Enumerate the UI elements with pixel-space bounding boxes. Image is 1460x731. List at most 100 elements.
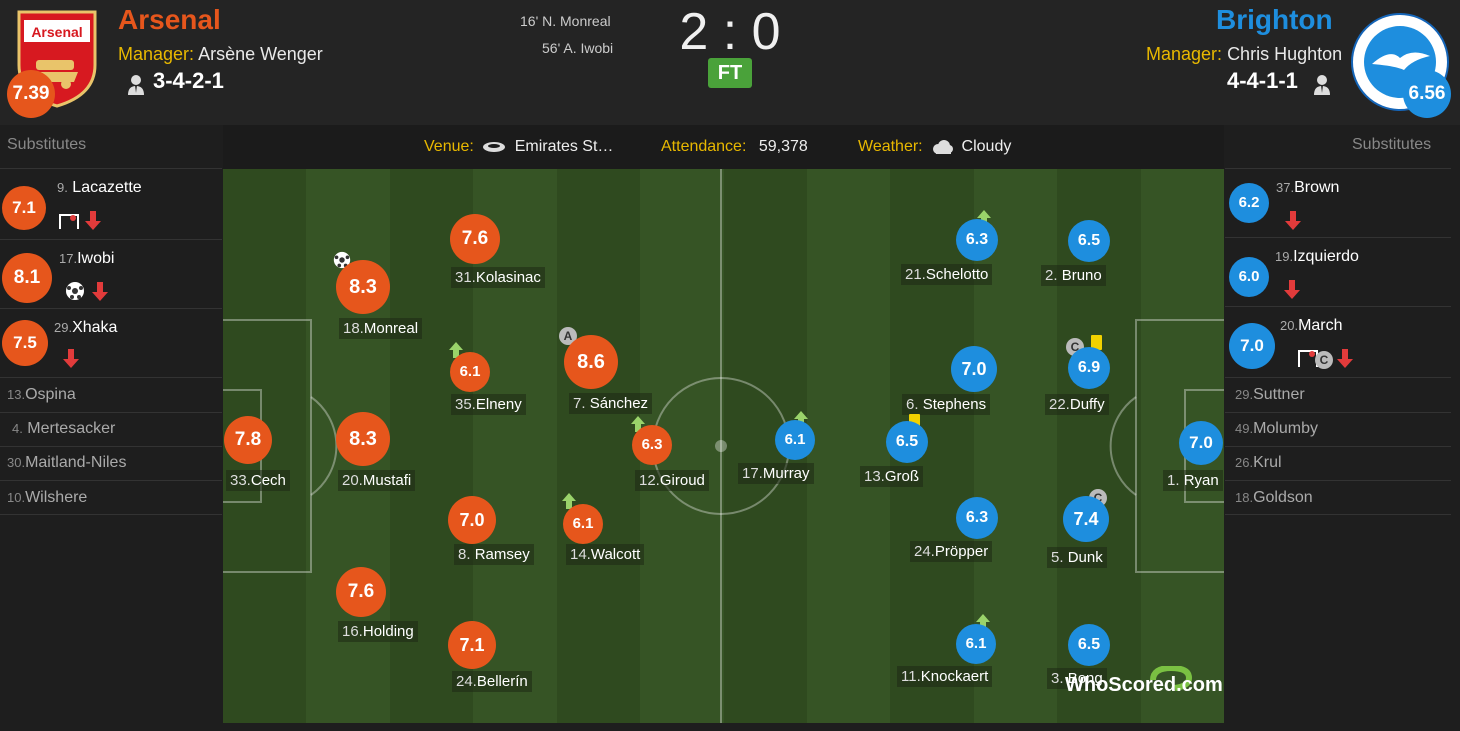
home-formation: 3-4-2-1 — [153, 68, 224, 93]
sub-name: March — [1298, 317, 1343, 334]
home-unused-sub-row[interactable]: 30.Maitland-Niles — [0, 446, 222, 481]
subbed-off-arrow-icon — [449, 342, 463, 358]
player-label: 1. Ryan — [1163, 470, 1223, 491]
subbed-off-arrow-icon — [562, 493, 576, 509]
home-unused-sub-row[interactable]: 13.Ospina — [0, 378, 222, 413]
home-sub-row[interactable]: 7.1 9. Lacazette — [0, 169, 222, 240]
stadium-icon — [483, 141, 506, 152]
pitch: 7.8 33.Cech 8.3 18.Monreal 8.3 20.Mustaf… — [223, 169, 1224, 723]
away-unused-sub-row[interactable]: 26.Krul — [1225, 446, 1451, 481]
divider — [0, 168, 222, 169]
player-name: Sánchez — [589, 395, 649, 412]
player-rating: 6.1 — [956, 624, 996, 664]
player-rating: 7.1 — [448, 621, 496, 669]
player-label: 22.Duffy — [1045, 394, 1109, 415]
goal-post-assist-icon — [59, 214, 79, 229]
sub-name: Molumby — [1253, 420, 1318, 437]
away-substitutes-title: Substitutes — [1352, 136, 1432, 153]
player-label: 11.Knockaert — [897, 666, 993, 687]
sub-number: 20. — [1280, 318, 1299, 333]
subbed-on-arrow-icon — [1337, 349, 1353, 368]
sub-number: 17. — [59, 251, 78, 266]
player-name: Duffy — [1069, 396, 1105, 413]
sub-player-name: 29.Suttner — [1235, 386, 1305, 404]
away-sub-row[interactable]: 7.0 20.March C — [1225, 307, 1451, 378]
player-name: Murray — [762, 465, 810, 482]
player-label: 33.Cech — [226, 470, 290, 491]
player-label: 8. Ramsey — [454, 544, 534, 565]
sub-name: Xhaka — [72, 319, 118, 336]
whoscored-logo[interactable]: WhoScored.com — [1065, 666, 1223, 697]
away-manager-label: Manager: — [1146, 44, 1223, 64]
player-number: 5. — [1051, 549, 1064, 566]
player-label: 35.Elneny — [451, 394, 526, 415]
sub-player-name: 49.Molumby — [1235, 420, 1318, 438]
player-rating: 7.0 — [448, 496, 496, 544]
player-label: 14.Walcott — [566, 544, 645, 565]
player-label: 6. Stephens — [902, 394, 991, 415]
home-unused-sub-row[interactable]: 10.Wilshere — [0, 480, 222, 515]
home-substitutes-title: Substitutes — [7, 136, 87, 153]
player-name: Walcott — [590, 546, 641, 563]
player-rating: 7.4 — [1063, 496, 1109, 542]
home-team-name[interactable]: Arsenal — [118, 4, 221, 35]
home-sub-row[interactable]: 7.5 29.Xhaka — [0, 309, 222, 378]
score: 2 : 0 — [679, 3, 781, 61]
away-team-name[interactable]: Brighton — [1216, 4, 1333, 35]
venue-value: Emirates St… — [514, 138, 614, 155]
player-rating: 6.3 — [956, 497, 998, 539]
sub-rating: 6.2 — [1229, 183, 1269, 223]
away-team-rating: 6.56 — [1403, 70, 1451, 118]
away-sub-row[interactable]: 6.2 37.Brown — [1225, 169, 1451, 238]
home-sub-row[interactable]: 8.1 17.Iwobi — [0, 240, 222, 309]
away-unused-sub-row[interactable]: 29.Suttner — [1225, 378, 1451, 413]
player-name: Monreal — [363, 320, 419, 337]
sub-player-name: 19.Izquierdo — [1275, 248, 1359, 266]
sub-rating: 6.0 — [1229, 257, 1269, 297]
player-name: Holding — [362, 623, 414, 640]
sub-player-name: 20.March — [1280, 317, 1343, 335]
player-label: 7. Sánchez — [569, 393, 653, 414]
sub-number: 19. — [1275, 249, 1294, 264]
sub-player-name: 17.Iwobi — [59, 250, 114, 268]
player-rating: 8.3 — [336, 260, 390, 314]
player-label: 17.Murray — [738, 463, 814, 484]
home-manager: Manager: Arsène Wenger — [118, 44, 323, 65]
sub-player-name: 9. Lacazette — [57, 179, 142, 197]
player-label: 18.Monreal — [339, 318, 423, 339]
player-rating: 6.5 — [1068, 624, 1110, 666]
player-name: Ryan — [1183, 472, 1219, 489]
home-unused-sub-row[interactable]: 4. Mertesacker — [0, 412, 222, 447]
weather-value: Cloudy — [961, 138, 1012, 155]
player-number: 24. — [914, 543, 935, 560]
player-number: 11. — [901, 668, 921, 685]
player-name: Stephens — [922, 396, 987, 413]
away-sub-row[interactable]: 6.0 19.Izquierdo — [1225, 238, 1451, 307]
player-label: 16.Holding — [338, 621, 418, 642]
sub-name: Suttner — [1253, 386, 1305, 403]
goal-event: 16' N. Monreal — [520, 13, 611, 29]
subbed-off-arrow-icon — [794, 411, 808, 427]
player-name: Kolasinac — [475, 269, 541, 286]
goal-event: 56' A. Iwobi — [542, 40, 614, 56]
sub-player-name: 13.Ospina — [7, 386, 76, 404]
player-rating: 7.6 — [450, 214, 500, 264]
away-unused-sub-row[interactable]: 18.Goldson — [1225, 480, 1451, 515]
player-rating: 6.9 — [1068, 347, 1110, 389]
match-header: Arsenal 7.39 Arsenal Manager: Arsène Wen… — [0, 0, 1460, 125]
sub-player-name: 18.Goldson — [1235, 489, 1313, 507]
sub-player-name: 4. Mertesacker — [12, 420, 115, 438]
coach-icon — [128, 75, 144, 95]
player-number: 17. — [742, 465, 763, 482]
sub-name: Izquierdo — [1293, 248, 1359, 265]
player-name: Groß — [884, 468, 920, 485]
player-rating: 6.3 — [956, 219, 998, 261]
player-name: Pröpper — [934, 543, 989, 560]
weather-label: Weather: — [858, 138, 923, 155]
away-unused-sub-row[interactable]: 49.Molumby — [1225, 412, 1451, 447]
player-label: 5. Dunk — [1047, 547, 1107, 568]
pitch-stripe — [806, 169, 891, 723]
goal-ball-icon — [66, 282, 84, 300]
player-label: 24.Bellerín — [452, 671, 532, 692]
player-name: Bellerín — [476, 673, 528, 690]
